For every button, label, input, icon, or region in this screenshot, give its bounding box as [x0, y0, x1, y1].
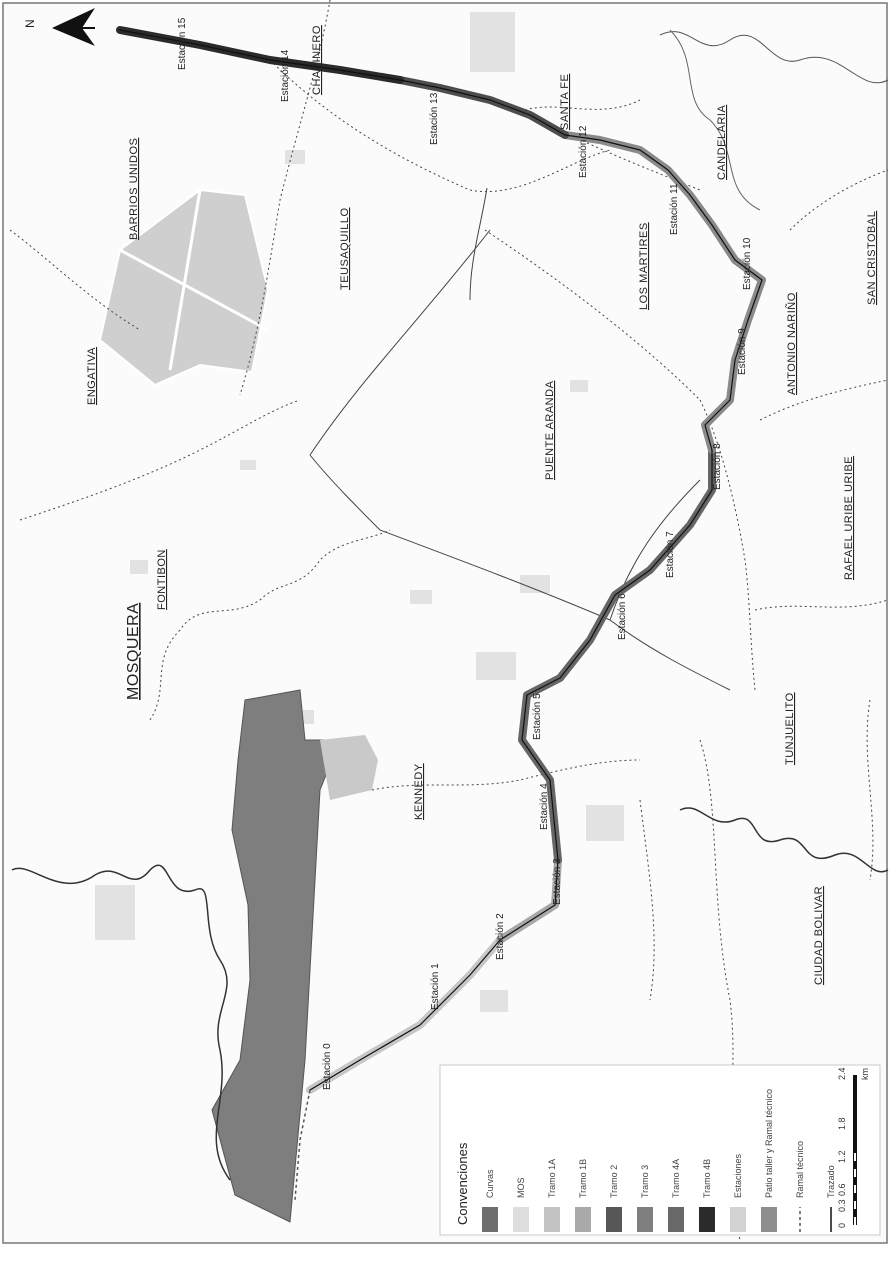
legend-item: Tramo 3 [637, 1165, 653, 1232]
north-label: N [23, 19, 37, 28]
district-labels: MOSQUERA KENNEDY FONTIBON ENGATIVA BARRI… [86, 25, 878, 985]
scale-tick-label: 1.2 [837, 1150, 847, 1163]
legend-item: MOS [513, 1177, 529, 1232]
station-label-9: Estación 9 [737, 328, 748, 375]
legend-item: Tramo 1A [544, 1159, 560, 1232]
district-label-rafael-uribe-uribe: RAFAEL URIBE URIBE [843, 456, 855, 580]
scale-tick-label: 2.4 [837, 1067, 847, 1080]
legend-item: Estaciones [730, 1153, 746, 1232]
route-trazado [119, 29, 763, 1091]
legend-label: Patio taller y Ramal técnico [764, 1089, 774, 1198]
station-label-1: Estación 1 [430, 963, 441, 1010]
scale-tick-label: 0.3 [837, 1199, 847, 1212]
station-label-10: Estación 10 [742, 237, 753, 290]
station-label-6: Estación 6 [617, 593, 628, 640]
scale-bar: 0 0.3 0.6 1.2 1.8 2.4 km [837, 1067, 870, 1228]
legend-swatch [699, 1207, 715, 1232]
legend-title: Convenciones [455, 1142, 470, 1225]
mos-polygon [320, 735, 378, 800]
legend-swatch [575, 1207, 591, 1232]
legend-label: Estaciones [733, 1153, 743, 1198]
district-label-engativa: ENGATIVA [86, 347, 98, 405]
station-label-3: Estación 3 [552, 858, 563, 905]
station-label-15: Estación 15 [177, 17, 188, 70]
legend: Convenciones Curvas MOS Tramo 1A Tramo 1B Tr… [439, 1064, 881, 1236]
district-label-mosquera: MOSQUERA [125, 603, 142, 700]
urban-texture [95, 12, 624, 1012]
legend-item: Tramo 4A [668, 1159, 684, 1232]
ramal-tecnico [294, 1089, 311, 1201]
station-label-0: Estación 0 [322, 1043, 333, 1090]
river-south [679, 807, 889, 873]
district-label-puente-aranda: PUENTE ARANDA [544, 380, 556, 480]
legend-items: Curvas MOS Tramo 1A Tramo 1B Tramo 2 Tramo 3 T… [482, 1089, 836, 1232]
legend-item: Curvas [482, 1169, 498, 1232]
scale-tick-label: 0.6 [837, 1183, 847, 1196]
legend-swatch [637, 1207, 653, 1232]
legend-label: Trazado [826, 1165, 836, 1198]
airport-area [98, 188, 270, 387]
station-labels: Estación 0 Estación 1 Estación 2 Estació… [177, 17, 753, 1090]
legend-item: Ramal técnico [795, 1141, 805, 1232]
legend-swatch [668, 1207, 684, 1232]
district-label-los-martires: LOS MARTIRES [638, 222, 650, 310]
north-arrow: N [23, 8, 95, 46]
legend-item: Patio taller y Ramal técnico [761, 1089, 777, 1232]
legend-item: Tramo 4B [699, 1159, 715, 1232]
legend-label: Ramal técnico [795, 1141, 805, 1198]
district-label-kennedy: KENNEDY [413, 763, 425, 820]
map-frame [2, 2, 888, 1244]
station-label-12: Estación 12 [578, 125, 589, 178]
route [116, 26, 766, 1094]
station-label-14: Estación 14 [280, 49, 291, 102]
legend-label: Tramo 1B [578, 1159, 588, 1198]
legend-item: Tramo 2 [606, 1165, 622, 1232]
legend-swatch [730, 1207, 746, 1232]
patio-taller-polygon [211, 689, 341, 1223]
legend-item: Trazado [826, 1165, 836, 1232]
legend-swatch [761, 1207, 777, 1232]
station-label-4: Estación 4 [539, 783, 550, 830]
hills-east [669, 29, 761, 211]
scale-unit-label: km [860, 1068, 870, 1080]
station-label-11: Estación 11 [669, 183, 680, 235]
district-label-san-cristobal: SAN CRISTOBAL [866, 211, 878, 305]
legend-label: Tramo 3 [640, 1165, 650, 1198]
scale-tick-label: 1.8 [837, 1117, 847, 1130]
station-label-13: Estación 13 [429, 92, 440, 145]
district-label-santa-fe: SANTA FE [559, 74, 571, 130]
district-label-chapinero: CHAPINERO [311, 25, 323, 95]
district-label-barrios-unidos: BARRIOS UNIDOS [128, 138, 140, 240]
district-label-tunjuelito: TUNJUELITO [784, 692, 796, 765]
legend-item: Tramo 1B [575, 1159, 591, 1232]
station-label-8: Estación 8 [712, 443, 723, 490]
legend-label: Tramo 4A [671, 1159, 681, 1198]
legend-swatch [482, 1207, 498, 1232]
legend-label: Curvas [485, 1169, 495, 1198]
district-label-ciudad-bolivar: CIUDAD BOLIVAR [813, 886, 825, 985]
district-label-fontibon: FONTIBON [156, 549, 168, 610]
legend-label: Tramo 4B [702, 1159, 712, 1198]
legend-swatch [544, 1207, 560, 1232]
legend-swatch [513, 1207, 529, 1232]
station-label-2: Estación 2 [495, 913, 506, 960]
legend-label: Tramo 2 [609, 1165, 619, 1198]
station-label-5: Estación 5 [532, 693, 543, 740]
scale-tick-label: 0 [837, 1223, 847, 1228]
district-label-teusaquillo: TEUSAQUILLO [339, 207, 351, 290]
scale-ticks: 0 0.3 0.6 1.2 1.8 2.4 km [837, 1067, 870, 1228]
river-west [11, 864, 231, 1181]
river-east [659, 31, 889, 84]
station-label-7: Estación 7 [665, 531, 676, 578]
legend-label: MOS [516, 1177, 526, 1198]
district-label-candelaria: CANDELARIA [716, 105, 728, 180]
legend-swatch [606, 1207, 622, 1232]
legend-label: Tramo 1A [547, 1159, 557, 1198]
district-label-antonio-narino: ANTONIO NARIÑO [785, 292, 798, 395]
